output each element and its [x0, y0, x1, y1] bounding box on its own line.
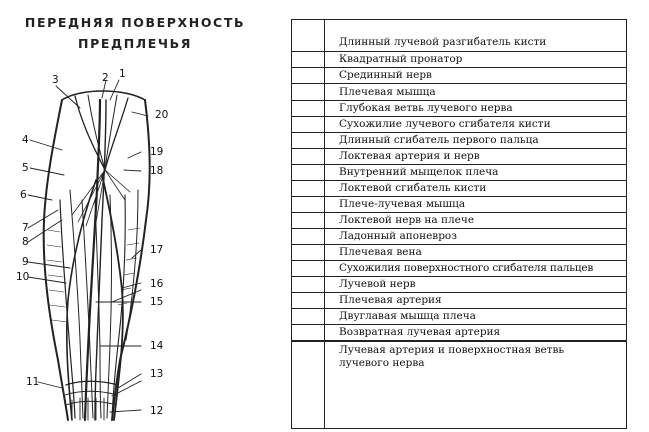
label-8: 8	[22, 236, 29, 248]
table-row-text: Плечевая мышца	[339, 86, 436, 98]
table-row	[292, 277, 626, 293]
answer-table-number-column-divider	[324, 19, 326, 429]
table-row-text: Сухожилия поверхностного сгибателя пальц…	[339, 262, 594, 274]
table-row-text: Квадратный пронатор	[339, 53, 463, 65]
biceps-muscle	[74, 95, 129, 171]
label-13: 13	[150, 368, 164, 380]
forearm-anatomy-illustration	[27, 79, 151, 422]
table-row-text: Плече-лучевая мышца	[339, 198, 466, 210]
label-7: 7	[22, 222, 29, 234]
table-row	[292, 245, 626, 261]
table-row	[292, 68, 626, 84]
table-row-text: Длинный лучевой разгибатель кисти	[339, 36, 547, 48]
label-10: 10	[16, 271, 30, 283]
wrist-band	[65, 380, 119, 386]
table-row-text: Возвратная лучевая артерия	[339, 326, 501, 338]
table-row-text: Локтевой сгибатель кисти	[339, 182, 487, 194]
label-1: 1	[119, 68, 126, 80]
table-row-text: Двуглавая мышца плеча	[339, 310, 476, 322]
label-4: 4	[22, 134, 29, 146]
label-20: 20	[155, 109, 169, 121]
palmar-aponeurosis-fan	[71, 169, 131, 229]
ulnar-vessel-line	[65, 179, 97, 421]
table-row	[292, 101, 626, 117]
label-11: 11	[26, 376, 40, 388]
table-row	[292, 341, 626, 342]
label-6: 6	[20, 189, 27, 201]
label-2: 2	[102, 72, 109, 84]
table-row	[292, 84, 626, 101]
label-12: 12	[150, 405, 164, 417]
table-row-text: Глубокая ветвь лучевого нерва	[339, 102, 513, 114]
table-row	[292, 149, 626, 165]
table-row-text: Лучевой нерв	[339, 278, 416, 290]
label-5: 5	[22, 162, 29, 174]
table-row-text: Лучевая артерия и поверхностная ветвь лу…	[339, 344, 565, 369]
table-row	[292, 309, 626, 325]
answer-table	[291, 19, 627, 429]
table-row-text: Срединный нерв	[339, 69, 432, 81]
figure-title-line1: ПЕРЕДНЯЯ ПОВЕРХНОСТЬ	[24, 15, 246, 30]
label-16: 16	[150, 278, 164, 290]
radial-artery-line	[101, 174, 124, 421]
table-row-text: Ладонный апоневроз	[339, 230, 457, 242]
table-row	[292, 52, 626, 68]
label-19: 19	[150, 146, 164, 158]
table-row	[292, 197, 626, 213]
label-14: 14	[150, 340, 164, 352]
figure-title-line2: ПРЕДПЛЕЧЬЯ	[78, 36, 192, 51]
brachial-artery-line	[83, 98, 102, 422]
label-17: 17	[150, 244, 164, 256]
forearm-outline-right	[111, 99, 151, 421]
forearm-outline-left	[42, 99, 69, 421]
table-row	[292, 261, 626, 277]
table-row	[292, 19, 626, 52]
table-row	[292, 293, 626, 309]
table-row-text: Внутренний мыщелок плеча	[339, 166, 499, 178]
table-row	[292, 325, 626, 341]
label-18: 18	[150, 165, 164, 177]
table-row	[292, 165, 626, 181]
table-row-text: Сухожилие лучевого сгибателя кисти	[339, 118, 551, 130]
leader-lines	[27, 79, 149, 413]
label-3: 3	[52, 74, 59, 86]
table-row-text: Локтевой нерв на плече	[339, 214, 475, 226]
table-row-text: Плечевая артерия	[339, 294, 442, 306]
table-row	[292, 133, 626, 149]
table-row-text: Локтевая артерия и нерв	[339, 150, 480, 162]
table-row-text: Плечевая вена	[339, 246, 422, 258]
table-row-text: Длинный сгибатель первого пальца	[339, 134, 539, 146]
table-row	[292, 117, 626, 133]
table-row	[292, 213, 626, 229]
label-15: 15	[150, 296, 164, 308]
table-row	[292, 229, 626, 245]
label-9: 9	[22, 256, 29, 268]
table-row	[292, 181, 626, 197]
